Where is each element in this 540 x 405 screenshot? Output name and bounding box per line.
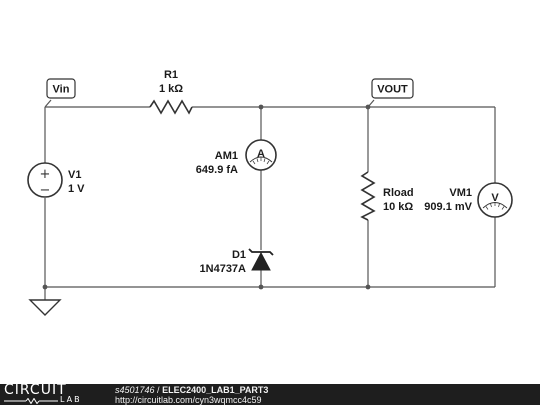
resistor-r1-zigzag (149, 99, 193, 115)
voltage-source-plus-icon: + (40, 167, 51, 182)
circuit-title[interactable]: ELEC2400_LAB1_PART3 (162, 385, 269, 395)
voltage-source-v1-body (27, 162, 63, 198)
zener-diode-triangle-icon (251, 251, 271, 271)
flag-vin-box (46, 78, 76, 99)
resistor-r1-value: 1 kΩ (159, 83, 183, 95)
circuit-meta: s4501746 / ELEC2400_LAB1_PART3 (115, 385, 268, 395)
zener-diode-bar-icon (248, 248, 274, 256)
zener-diode-d1-value: 1N4737A (200, 263, 247, 275)
voltage-source-minus-icon: − (40, 183, 51, 198)
voltmeter-vm1-value: 909.1 mV (424, 201, 472, 213)
resistor-r1[interactable]: R1 1 kΩ (149, 69, 193, 115)
voltmeter-vm1-body (477, 182, 513, 218)
junction-dot-bottom-mid (258, 284, 264, 290)
zener-diode-d1-name: D1 (232, 249, 246, 261)
resistor-rload[interactable]: Rload 10 kΩ (360, 171, 414, 221)
ammeter-am1[interactable]: A AM1 649.9 fA (196, 139, 277, 176)
voltmeter-vm1[interactable]: V VM1 909.1 mV (424, 182, 513, 218)
logo-text-top: CIRCUIT (4, 382, 67, 398)
resistor-rload-zigzag (360, 171, 376, 221)
flag-vout-box (371, 78, 414, 99)
junction-dot-top-mid (258, 104, 264, 110)
resistor-rload-name: Rload (383, 187, 414, 199)
flag-vin-label: Vin (53, 84, 70, 96)
ammeter-am1-body (245, 139, 277, 171)
logo-wire-icon (4, 398, 58, 404)
ammeter-am1-symbol: A (257, 148, 265, 160)
zener-diode-d1[interactable]: D1 1N4737A (200, 248, 274, 275)
meta-separator: / (154, 385, 163, 395)
ammeter-scale-icon (249, 156, 273, 163)
schematic-canvas: Vin VOUT R1 1 kΩ + − V1 1 V (27, 69, 513, 316)
flag-vout[interactable]: VOUT (367, 78, 414, 108)
junction-dot-bottom-left (42, 284, 48, 290)
voltage-source-v1[interactable]: + − V1 1 V (27, 162, 85, 198)
junction-dot-bottom-right (365, 284, 371, 290)
circuitlab-logo[interactable]: CIRCUIT LAB (2, 382, 102, 405)
ammeter-am1-name: AM1 (215, 150, 238, 162)
voltage-source-v1-name: V1 (68, 169, 81, 181)
footer-bar: CIRCUIT LAB s4501746 / ELEC2400_LAB1_PAR… (0, 382, 540, 405)
ammeter-am1-value: 649.9 fA (196, 164, 238, 176)
logo-text-bottom: LAB (60, 395, 82, 404)
circuit-url[interactable]: http://circuitlab.com/cyn3wqmcc4c59 (115, 395, 262, 405)
voltmeter-vm1-symbol: V (491, 192, 499, 204)
resistor-rload-value: 10 kΩ (383, 201, 413, 213)
voltage-source-v1-value: 1 V (68, 183, 85, 195)
flag-vout-label: VOUT (377, 84, 408, 96)
voltmeter-vm1-name: VM1 (449, 187, 472, 199)
circuit-owner[interactable]: s4501746 (115, 385, 155, 395)
ground-icon (28, 299, 62, 316)
flag-vin[interactable]: Vin (44, 78, 76, 108)
resistor-r1-name: R1 (164, 69, 178, 81)
